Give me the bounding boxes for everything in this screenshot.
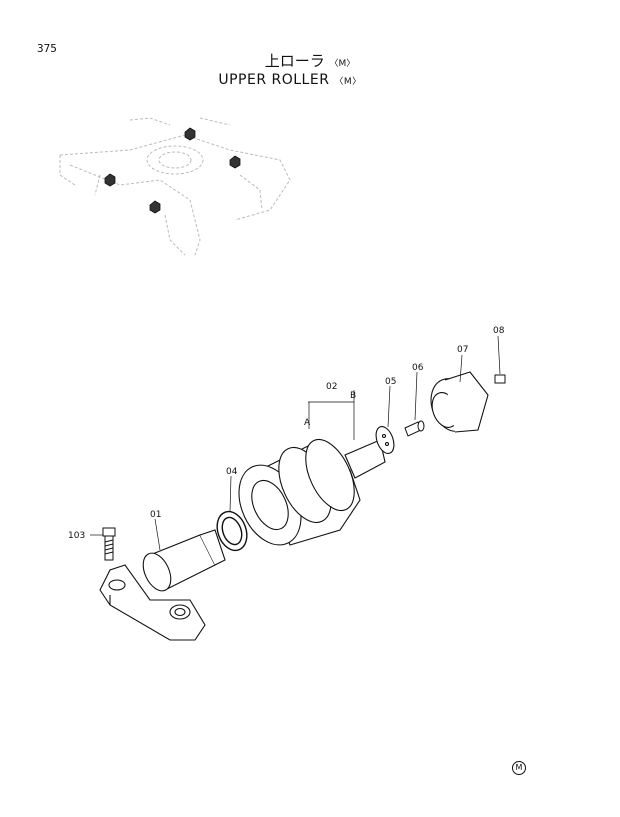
callout-a: A [304, 418, 311, 428]
title-en-text: UPPER ROLLER [218, 72, 330, 88]
part-02-roller [238, 438, 386, 546]
callout-01: 01 [150, 510, 161, 520]
callout-05: 05 [385, 377, 396, 387]
part-04-seal [216, 510, 248, 552]
callout-02: 02 [326, 382, 337, 392]
part-07-cover [430, 371, 489, 433]
title-jp-text: 上ローラ [264, 52, 325, 70]
callout-06: 06 [412, 363, 424, 373]
locator-sketch [59, 117, 291, 256]
part-103-bolt [102, 527, 116, 561]
part-01-bracket-shaft [99, 529, 226, 641]
footer-model-mark: M [512, 761, 526, 775]
page-number: 375 [37, 42, 57, 55]
callout-04: 04 [226, 467, 238, 477]
part-05-washer [375, 426, 395, 454]
title-english: UPPER ROLLER 〈M〉 [0, 72, 580, 88]
callout-b: B [350, 391, 356, 401]
title-jp-model-tag: 〈M〉 [329, 59, 356, 69]
locator-highlight-rollers [104, 127, 241, 214]
title-japanese: 上ローラ 〈M〉 [0, 50, 620, 71]
title-en-model-tag: 〈M〉 [334, 77, 362, 87]
callout-08: 08 [493, 326, 505, 336]
callout-07: 07 [457, 345, 468, 355]
part-06-screw [404, 420, 425, 437]
callout-103: 103 [68, 531, 85, 541]
leader-lines [90, 335, 501, 551]
part-08-plug [494, 374, 506, 384]
